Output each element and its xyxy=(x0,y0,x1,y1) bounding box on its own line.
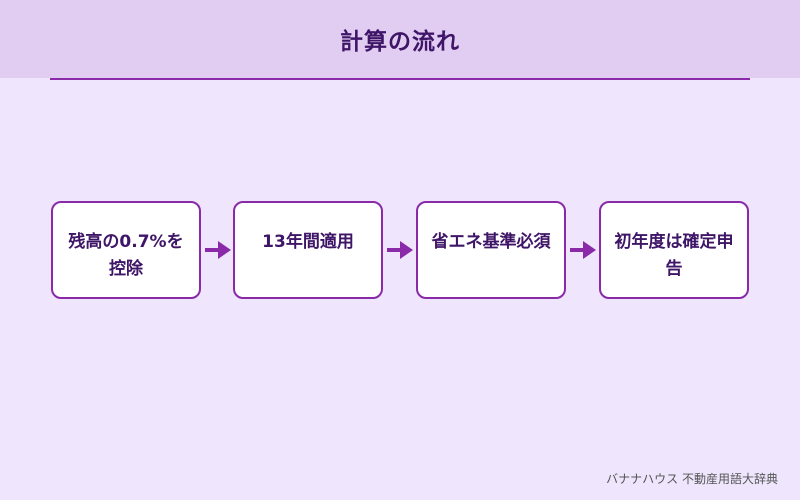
flow-step-3: 省エネ基準必須 xyxy=(416,201,566,299)
title-divider xyxy=(50,78,750,80)
flow-step-label: 初年度は確定申告 xyxy=(614,232,734,279)
arrow-right-icon xyxy=(387,241,413,259)
flow-step-1: 残高の0.7%を控除 xyxy=(51,201,201,299)
flow-step-label: 省エネ基準必須 xyxy=(431,232,551,252)
page-title: 計算の流れ xyxy=(340,29,460,55)
footer-credit: バナナハウス 不動産用語大辞典 xyxy=(606,472,778,486)
arrow-right-icon xyxy=(205,241,231,259)
flow-step-2: 13年間適用 xyxy=(233,201,383,299)
header-band xyxy=(0,0,800,78)
flow-step-label: 残高の0.7%を控除 xyxy=(68,232,184,279)
flow-step-4: 初年度は確定申告 xyxy=(599,201,749,299)
arrow-right-icon xyxy=(570,241,596,259)
flow-step-label: 13年間適用 xyxy=(262,232,354,252)
